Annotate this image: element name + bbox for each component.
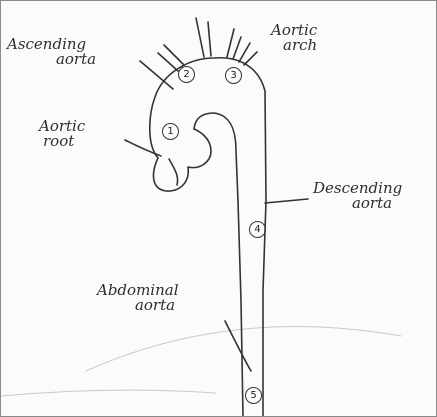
label-root-line2: root — [43, 134, 119, 149]
label-aortic-root: Aortic root — [39, 119, 119, 149]
marker-2: 2 — [178, 66, 195, 83]
leader-root — [125, 140, 161, 156]
marker-4: 4 — [249, 221, 266, 238]
branch-vessel-6 — [233, 37, 241, 59]
marker-5: 5 — [245, 387, 262, 404]
label-abdominal-line2: aorta — [97, 298, 213, 313]
label-aortic-arch: Aortic arch — [271, 23, 351, 53]
aorta-inner-wall — [194, 113, 243, 416]
marker-3: 3 — [225, 67, 242, 84]
leader-ascending — [140, 61, 173, 89]
label-descending-aorta: Descending aorta — [313, 181, 431, 211]
aortic-root-bulb — [153, 129, 211, 191]
body-contour-upper — [86, 327, 401, 371]
branch-vessel-8 — [244, 52, 257, 65]
marker-1: 1 — [162, 123, 179, 140]
label-ascending-line2: aorta — [17, 52, 135, 67]
label-ascending-aorta: Ascending aorta — [7, 37, 135, 67]
body-contour-lower — [1, 390, 216, 396]
root-valve-line — [169, 159, 178, 185]
branch-vessel-3 — [196, 18, 204, 57]
label-descending-line2: aorta — [313, 196, 431, 211]
label-arch-line2: arch — [283, 38, 351, 53]
branch-vessel-4 — [208, 22, 211, 56]
leader-descending — [265, 199, 308, 203]
branch-vessel-7 — [239, 43, 250, 62]
aorta-outer-wall — [150, 58, 266, 416]
label-abdominal-aorta: Abdominal aorta — [97, 283, 213, 313]
branch-vessel-5 — [227, 29, 234, 57]
